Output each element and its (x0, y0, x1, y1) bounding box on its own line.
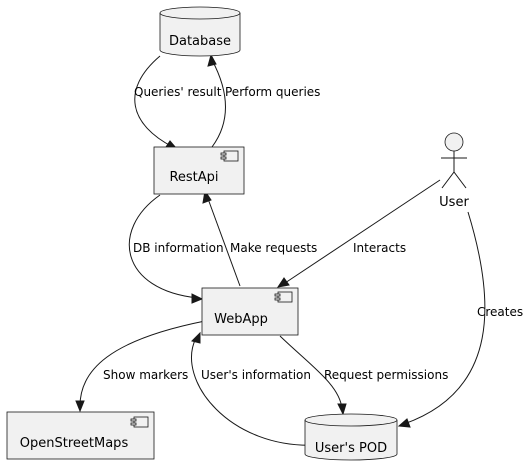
edge-users-information: User's information (191, 331, 319, 446)
edge-label-db-information: DB information (133, 241, 224, 255)
users-pod-label: User's POD (315, 441, 387, 456)
arrowhead (191, 293, 204, 304)
edge-interacts: Interacts (276, 179, 441, 288)
arrowhead (75, 400, 85, 413)
edge-label-request-permissions: Request permissions (324, 368, 448, 382)
edge-label-show-markers: Show markers (103, 368, 188, 382)
edge-show-markers: Show markers (75, 320, 206, 413)
user-actor: User (439, 132, 469, 210)
restapi-node: RestApi (153, 146, 245, 195)
edge-perform-queries: Perform queries (207, 53, 320, 148)
openstreetmaps-node: OpenStreetMaps (6, 411, 155, 460)
restapi-label: RestApi (169, 170, 218, 185)
edge-make-requests: Make requests (202, 189, 317, 287)
actor-head-icon (444, 132, 464, 152)
user-label: User (439, 195, 469, 210)
database-label: Database (169, 34, 231, 49)
edge-queries-result: Queries' result (134, 55, 222, 149)
arrowhead (191, 331, 201, 344)
webapp-label: WebApp (214, 312, 268, 327)
webapp-node: WebApp (201, 287, 299, 336)
edge-label-queries-result: Queries' result (134, 85, 222, 99)
edge-label-perform-queries: Perform queries (225, 85, 320, 99)
edge-db-information: DB information (128, 194, 224, 304)
edge-request-permissions: Request permissions (279, 335, 448, 416)
database-node: Database (159, 6, 241, 57)
edge-label-interacts: Interacts (353, 241, 406, 255)
edge-creates: Creates (397, 211, 523, 428)
openstreetmaps-label: OpenStreetMaps (20, 436, 129, 451)
arrowhead (207, 53, 217, 67)
arrowhead (397, 418, 411, 428)
component-icon (277, 291, 293, 303)
edge-label-creates: Creates (477, 305, 523, 319)
edge-label-make-requests: Make requests (230, 241, 317, 255)
arrowhead (276, 277, 290, 288)
edge-label-users-information: User's information (201, 368, 311, 382)
arrowhead (337, 403, 347, 416)
users-pod-node: User's POD (304, 413, 398, 461)
component-icon (133, 416, 149, 428)
component-icon (223, 150, 239, 162)
